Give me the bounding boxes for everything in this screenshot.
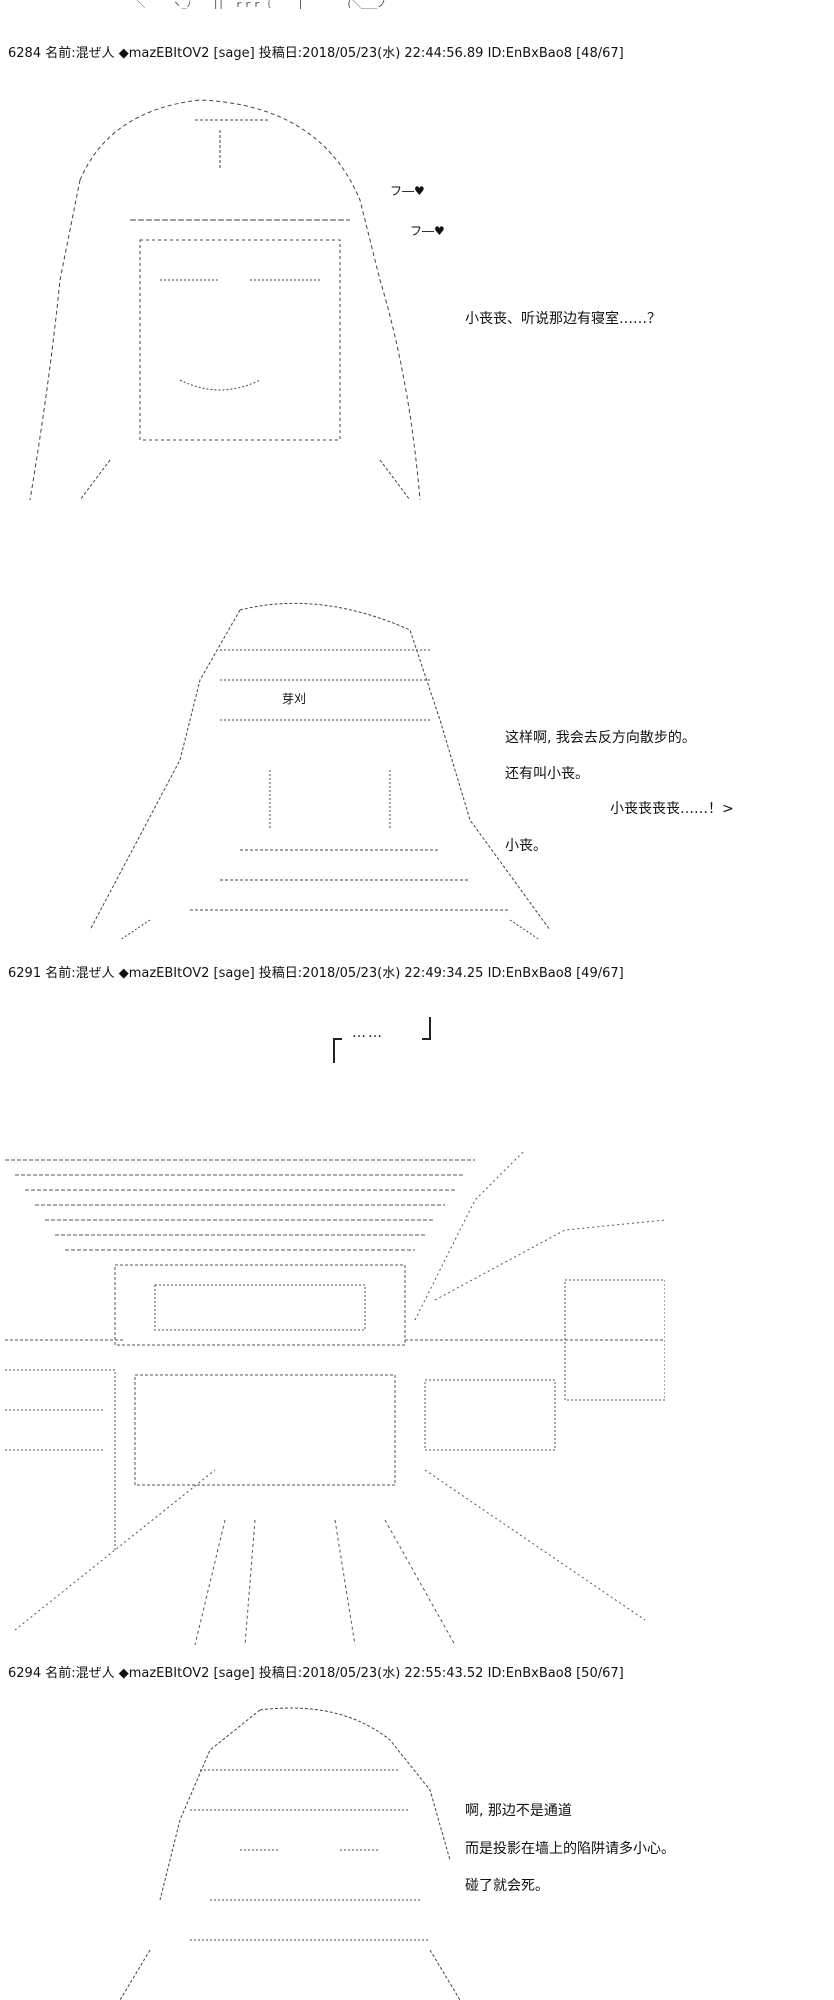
ascii-art-fragment: ＼ ヽ_ﾉ || ｒｒｒ｛ | (＼___ノ xyxy=(120,0,387,10)
dialogue-line: 小丧。 xyxy=(505,838,547,854)
dialogue-line: 小丧丧、听说那边有寝室……？ xyxy=(465,311,661,327)
dialogue-line: 小丧丧丧丧……！> xyxy=(610,801,734,817)
sfx-text: フ―♥ xyxy=(390,184,425,198)
dialogue-line: 还有叫小丧。 xyxy=(505,766,589,782)
ascii-art-character-cap xyxy=(119,1707,461,2000)
dialogue-line: 碰了就会死。 xyxy=(465,1878,549,1894)
ascii-art-character-longhair xyxy=(90,602,550,940)
ascii-art-room-scene xyxy=(5,1150,665,1645)
ascii-art-character-hooded xyxy=(29,99,421,501)
dialogue-line: 啊, 那边不是通道 xyxy=(465,1803,572,1819)
bracket-dots: …… xyxy=(352,1025,384,1041)
sfx-text: フ―♥ xyxy=(410,224,445,238)
post-header: 6294 名前:混ぜ人 ◆mazEBItOV2 [sage] 投稿日:2018/… xyxy=(8,1666,624,1681)
bracket-box: …… xyxy=(332,1015,432,1065)
name-tag: 芽刈 xyxy=(282,692,307,706)
corner-bracket-icon xyxy=(333,1017,431,1063)
post-header: 6284 名前:混ぜ人 ◆mazEBItOV2 [sage] 投稿日:2018/… xyxy=(8,46,624,61)
dialogue-line: 而是投影在墙上的陷阱请多小心。 xyxy=(465,1841,675,1857)
dialogue-line: 这样啊, 我会去反方向散步的。 xyxy=(505,730,696,746)
post-header: 6291 名前:混ぜ人 ◆mazEBItOV2 [sage] 投稿日:2018/… xyxy=(8,966,624,981)
